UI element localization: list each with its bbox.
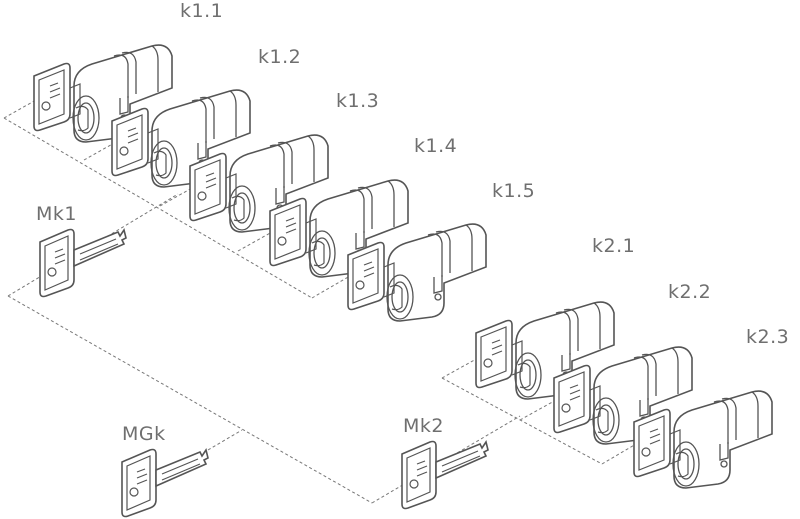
- cylinder-label: k1.1: [180, 0, 223, 22]
- cylinder-k22: k2.2: [553, 281, 711, 445]
- mk2-link: [371, 415, 521, 504]
- cylinder-k11: k1.1: [33, 0, 223, 143]
- lock-cylinder-icon: [633, 390, 773, 489]
- mk2-bus-line: [441, 377, 603, 465]
- k21-link: [441, 357, 479, 379]
- lock-cylinder-icon: [111, 89, 251, 188]
- cylinder-k13: k1.3: [189, 90, 379, 233]
- k23-link: [601, 443, 637, 465]
- key-mgk: MGk: [121, 423, 209, 518]
- key-label: Mk1: [36, 203, 77, 225]
- mk1-bus-line: [3, 117, 313, 299]
- lock-cylinder-icon: [189, 134, 329, 233]
- lock-cylinder-icon: [269, 179, 409, 278]
- cylinder-k15: k1.5: [347, 180, 535, 322]
- key-icon: [39, 228, 127, 298]
- cylinder-label: k1.2: [258, 46, 301, 68]
- k12-link: [83, 141, 117, 161]
- cylinder-label: k1.4: [414, 135, 457, 157]
- cylinder-label: k2.1: [592, 235, 635, 257]
- k13-link: [159, 187, 193, 207]
- cylinder-k14: k1.4: [269, 135, 457, 278]
- key-mk2: Mk2: [401, 415, 489, 510]
- cylinder-label: k1.5: [492, 180, 535, 202]
- k22-link: [519, 399, 557, 421]
- lock-cylinder-icon: [33, 44, 173, 143]
- cylinder-label: k2.3: [746, 326, 789, 348]
- k15-link: [311, 275, 351, 299]
- key-mk1: Mk1: [36, 203, 127, 298]
- cylinder-k21: k2.1: [475, 235, 635, 400]
- cylinder-k23: k2.3: [633, 326, 789, 489]
- cylinder-label: k2.2: [668, 281, 711, 303]
- cylinder-k12: k1.2: [111, 46, 301, 188]
- cylinder-label: k1.3: [336, 90, 379, 112]
- mgk-bus-line: [7, 295, 373, 504]
- k14-link: [237, 231, 273, 252]
- lock-cylinder-icon: [553, 346, 693, 445]
- lock-cylinder-icon: [475, 301, 615, 400]
- key-label: Mk2: [403, 415, 444, 437]
- key-icon: [401, 440, 489, 510]
- k11-link: [3, 99, 37, 119]
- key-icon: [121, 448, 209, 518]
- mgk-link: [207, 429, 243, 451]
- key-label: MGk: [122, 423, 166, 445]
